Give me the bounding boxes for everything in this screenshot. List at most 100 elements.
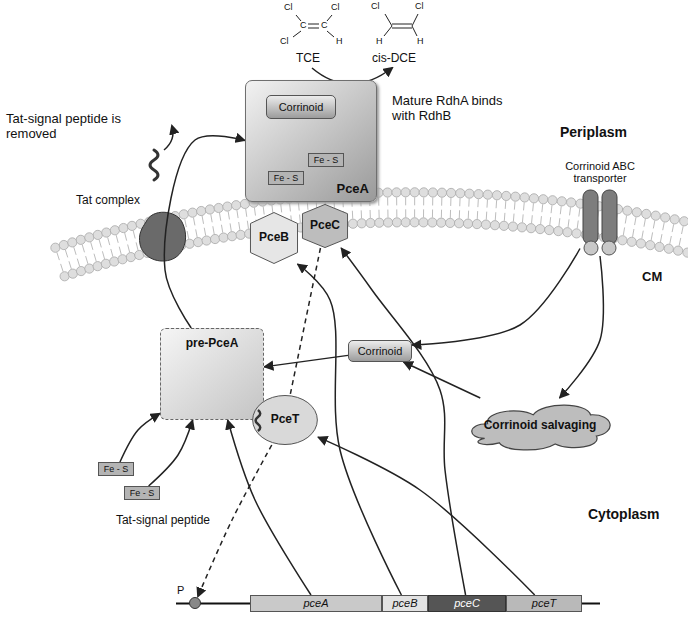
node-text: Fe - S (130, 488, 155, 498)
lipid-tail (91, 242, 93, 250)
lipid-tail (69, 261, 71, 269)
arrow-connector (403, 362, 480, 398)
lipid-head (642, 209, 651, 218)
tat-complex-shape (139, 212, 185, 261)
lipid-tail (289, 203, 291, 211)
lipid-head (655, 242, 664, 251)
lipid-tail (679, 238, 681, 246)
lipid-head (651, 211, 660, 220)
lipid-head (572, 229, 581, 238)
lipid-head (202, 236, 211, 245)
node-text: Corrinoid ABC transporter (548, 160, 652, 185)
lipid-head (219, 233, 228, 242)
node-text: PceC (310, 219, 340, 233)
lipid-tail (239, 222, 240, 230)
lipid-tail (522, 214, 524, 222)
node-text: Fe - S (274, 173, 299, 183)
atom-label: Cl (371, 1, 380, 11)
lipid-tail (94, 254, 96, 262)
annotation: Tat-signal peptide (84, 514, 210, 528)
lipid-head (188, 208, 197, 217)
lipid-tail (423, 197, 424, 205)
lipid-head (214, 203, 223, 212)
lipid-tail (204, 228, 205, 236)
lipid-head (483, 190, 492, 199)
node-text: pceB (392, 597, 417, 610)
lipid-head (118, 255, 127, 264)
lipid-tail (396, 197, 397, 205)
enzyme-box: PceA Corrinoid Fe - S Fe - S (245, 80, 377, 202)
lipid-head (60, 272, 69, 281)
lipid-tail (459, 210, 460, 218)
lipid-head (392, 218, 401, 227)
node-text: Fe - S (314, 155, 339, 165)
lipid-tail (136, 242, 138, 250)
signal-peptide (150, 150, 158, 180)
lipid-head (93, 230, 102, 239)
corrinoid-box: Corrinoid (266, 95, 336, 119)
lipid-head (135, 250, 144, 259)
lipid-head (236, 230, 245, 239)
lipid-tail (477, 199, 478, 207)
node-text: PceT (271, 413, 300, 427)
lipid-tail (651, 232, 652, 240)
removal-arrow (164, 126, 173, 150)
arrow-connector (228, 420, 311, 595)
lipid-tail (213, 226, 214, 234)
lipid-tail (228, 212, 229, 220)
lipid-tail (119, 247, 121, 255)
lipid-head (636, 239, 645, 248)
lipid-tail (280, 204, 282, 212)
part-label: CM (642, 270, 662, 285)
node-text: Corrinoid (279, 101, 324, 114)
lipid-tail (531, 215, 533, 223)
atom-label: Cl (331, 2, 340, 12)
lipid-tail (111, 249, 113, 257)
lipid-head (517, 223, 526, 232)
node-text: pceA (303, 597, 328, 610)
atom-label: H (336, 36, 343, 46)
fe-s-cluster: Fe - S (308, 153, 344, 167)
atom-label: Cl (415, 1, 424, 11)
lipid-tail (378, 210, 379, 218)
lipid-tail (307, 202, 309, 210)
lipid-head (664, 244, 673, 253)
node-text: pre-PceA (186, 337, 239, 351)
gene-box: pceT (506, 595, 582, 612)
lipid-tail (635, 217, 636, 225)
lipid-head (76, 235, 85, 244)
lipid-tail (61, 264, 63, 272)
node-text: PceA (336, 182, 369, 197)
lipid-tail (237, 210, 238, 218)
lipid-head (51, 243, 60, 252)
lipid-head (205, 205, 214, 214)
lipid-head (567, 198, 576, 207)
arrow-connector (412, 249, 580, 346)
lipid-head (383, 188, 392, 197)
lipid-head (59, 240, 68, 249)
lipid-head (680, 217, 688, 226)
lipid-head (110, 226, 119, 235)
annotation: Mature RdhA binds with RdhB (392, 94, 522, 124)
lipid-tail (486, 212, 487, 220)
lipid-tail (116, 235, 118, 243)
lipid-head (447, 188, 456, 197)
lipid-head (526, 224, 535, 233)
lipid-tail (653, 221, 654, 229)
lipid-head (197, 206, 206, 215)
corrinoid-box: Corrinoid (348, 340, 412, 362)
lipid-head (179, 210, 188, 219)
lipid-tail (468, 199, 469, 207)
lipid-tail (133, 231, 135, 239)
lipid-head (419, 218, 428, 227)
lipid-tail (271, 205, 273, 213)
lipid-head (618, 236, 627, 245)
lipid-head (490, 221, 499, 230)
lipid-head (673, 246, 682, 255)
lipid-tail (196, 229, 197, 237)
lipid-head (481, 220, 490, 229)
lipid-head (508, 222, 517, 231)
lipid-tail (523, 202, 525, 210)
lipid-head (683, 248, 688, 257)
atom-label: Cl (280, 36, 289, 46)
